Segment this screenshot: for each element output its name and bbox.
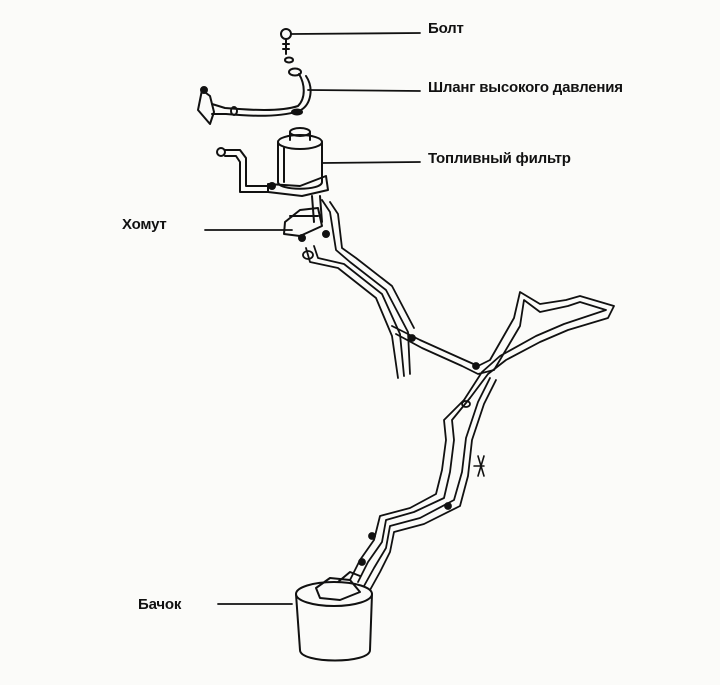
tank-part [295,571,373,662]
label-bolt: Болт [428,20,464,37]
leader-hose [307,89,421,92]
fuel-filter-part [267,127,329,197]
bolt-part [280,28,303,116]
label-high-pressure-hose: Шланг высокого давления [428,79,623,96]
clamp-part [283,195,330,242]
leader-bolt [291,32,421,35]
high-pressure-hose-part [197,73,312,125]
return-line-loop [391,291,615,401]
label-tank: Бачок [138,596,182,613]
tank-lines [349,377,497,591]
label-clamp: Хомут [122,216,167,233]
label-fuel-filter: Топливный фильтр [428,150,571,167]
filter-inlet-pipe [216,147,276,193]
leader-filter [321,161,421,164]
leader-lines [204,32,421,605]
main-fuel-lines [302,199,415,379]
